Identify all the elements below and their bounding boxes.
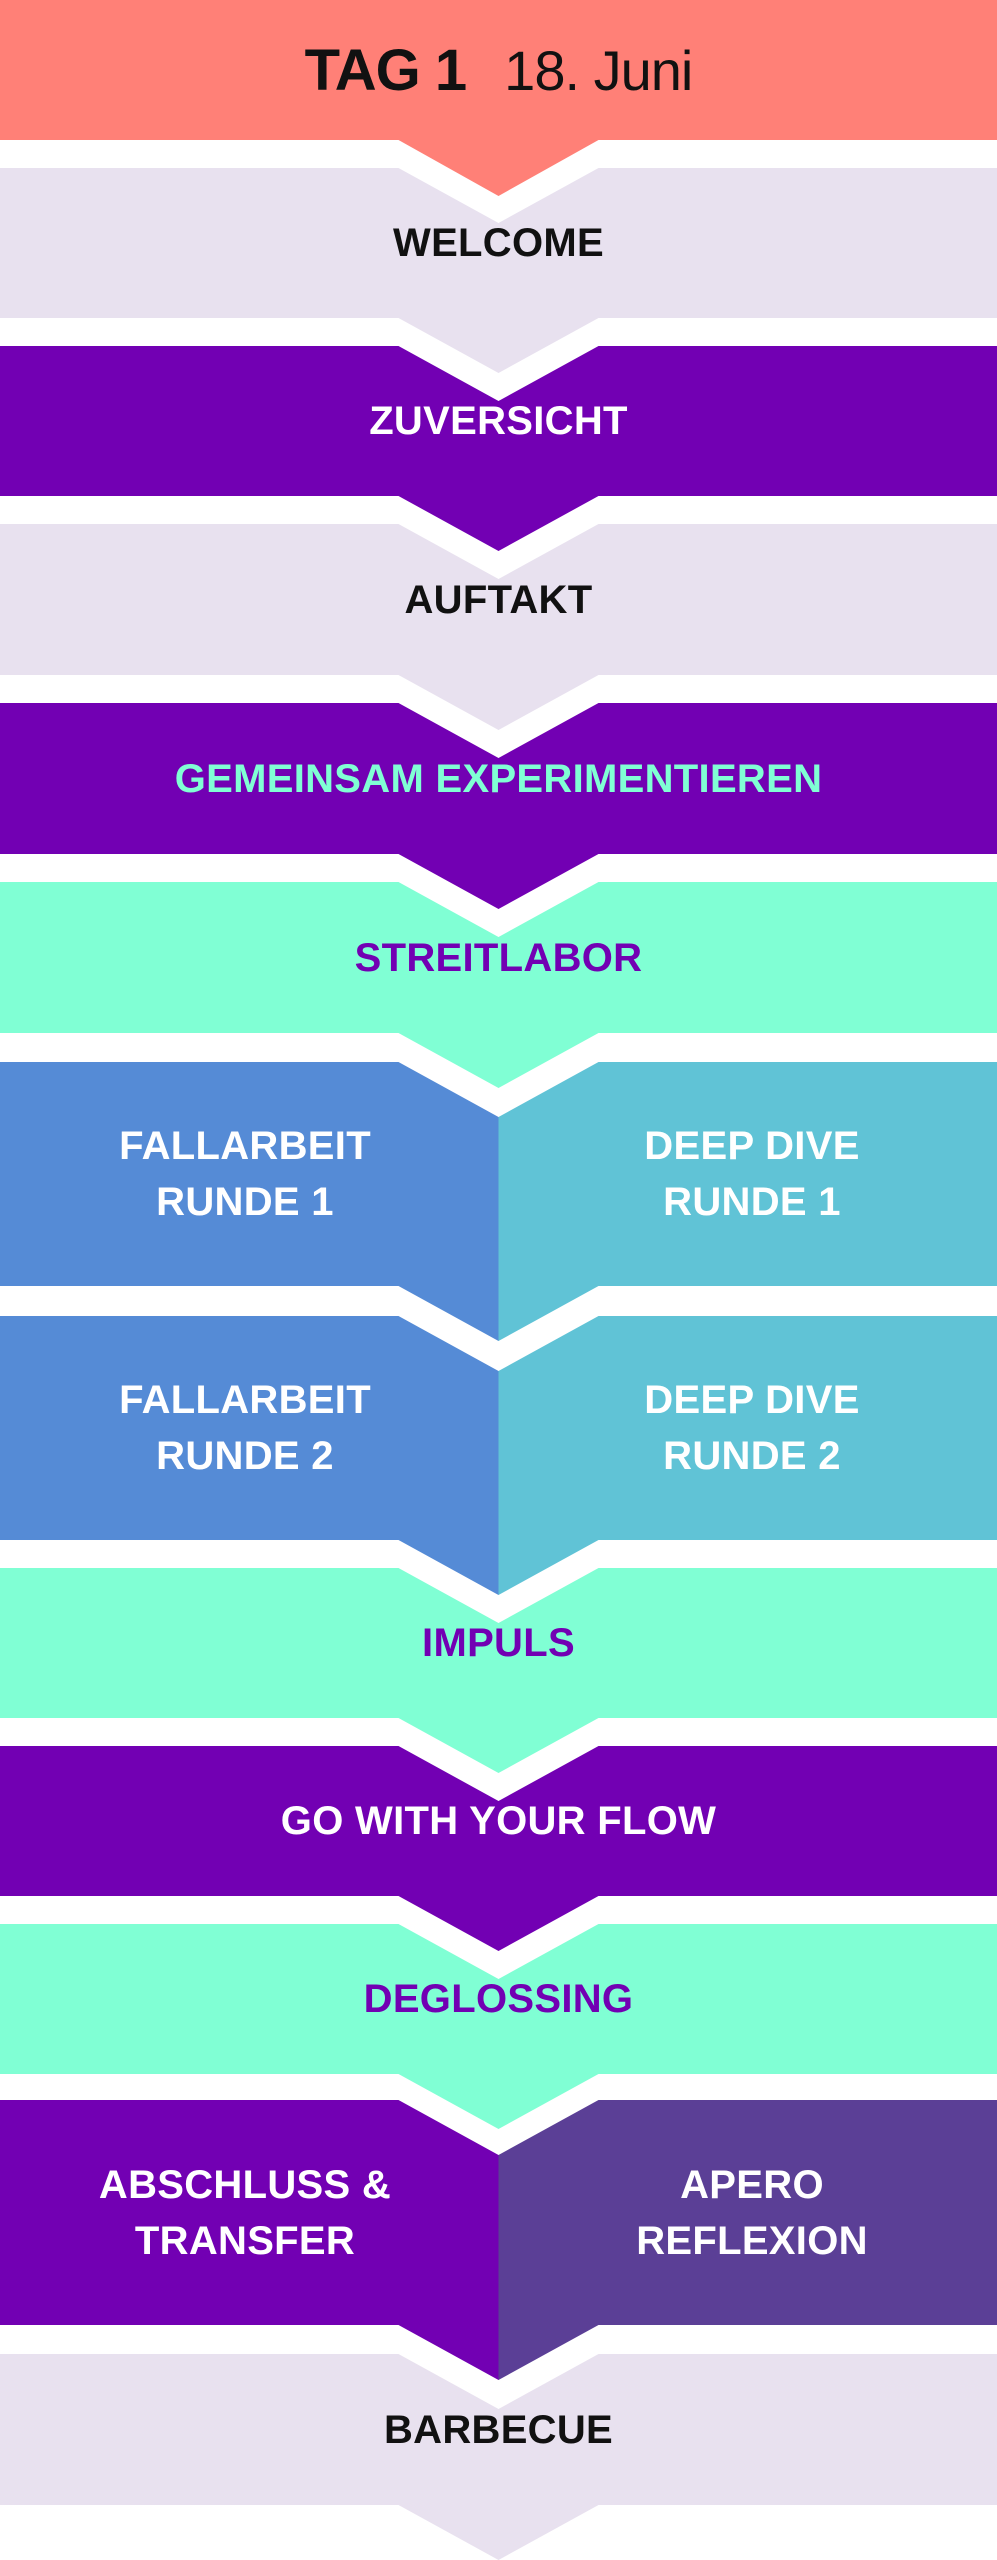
step-label-1: WELCOME [393,221,604,265]
step-label-9: GO WITH YOUR FLOW [280,1799,717,1843]
step-label-7-right: DEEP DIVE RUNDE 2 [644,1378,860,1478]
step-label-4: GEMEINSAM EXPERIMENTIEREN [174,756,823,801]
step-chevron-7-right [498,1316,997,1595]
day-header: TAG 1 18. Juni [0,0,997,140]
step-chevron-6-right [498,1062,997,1341]
step-label-5: STREITLABOR [354,935,643,980]
step-chevron-3 [0,524,997,730]
step-chevron-10 [0,1924,997,2129]
step-label-6-left: FALLARBEIT RUNDE 1 [119,1124,371,1224]
step-label-10: DEGLOSSING [363,1977,634,2021]
step-label-8: IMPULS [422,1621,575,1665]
step-label-12: BARBECUE [383,2407,614,2452]
step-chevron-12 [0,2354,997,2560]
step-label-11-left: ABSCHLUSS & TRANSFER [98,2162,392,2263]
step-label-2: ZUVERSICHT [369,399,628,443]
step-chevron-1 [0,168,997,373]
step-chevron-5 [0,882,997,1088]
step-chevron-4 [0,703,997,909]
step-chevron-9 [0,1746,997,1951]
step-chevron-7-left [0,1316,499,1595]
step-label-11-right: APERO REFLEXION [636,2162,868,2263]
step-label-3: AUFTAKT [404,577,593,622]
step-label-6-right: DEEP DIVE RUNDE 1 [644,1124,860,1224]
step-chevron-2 [0,346,997,551]
day-label: TAG 1 [304,37,467,103]
step-label-7-left: FALLARBEIT RUNDE 2 [119,1378,371,1478]
step-chevron-8 [0,1568,997,1773]
step-chevron-11-right [498,2100,997,2380]
date-label: 18. Juni [504,38,693,102]
step-chevron-11-left [0,2100,499,2380]
step-chevron-6-left [0,1062,499,1341]
header-chevron [0,0,997,196]
